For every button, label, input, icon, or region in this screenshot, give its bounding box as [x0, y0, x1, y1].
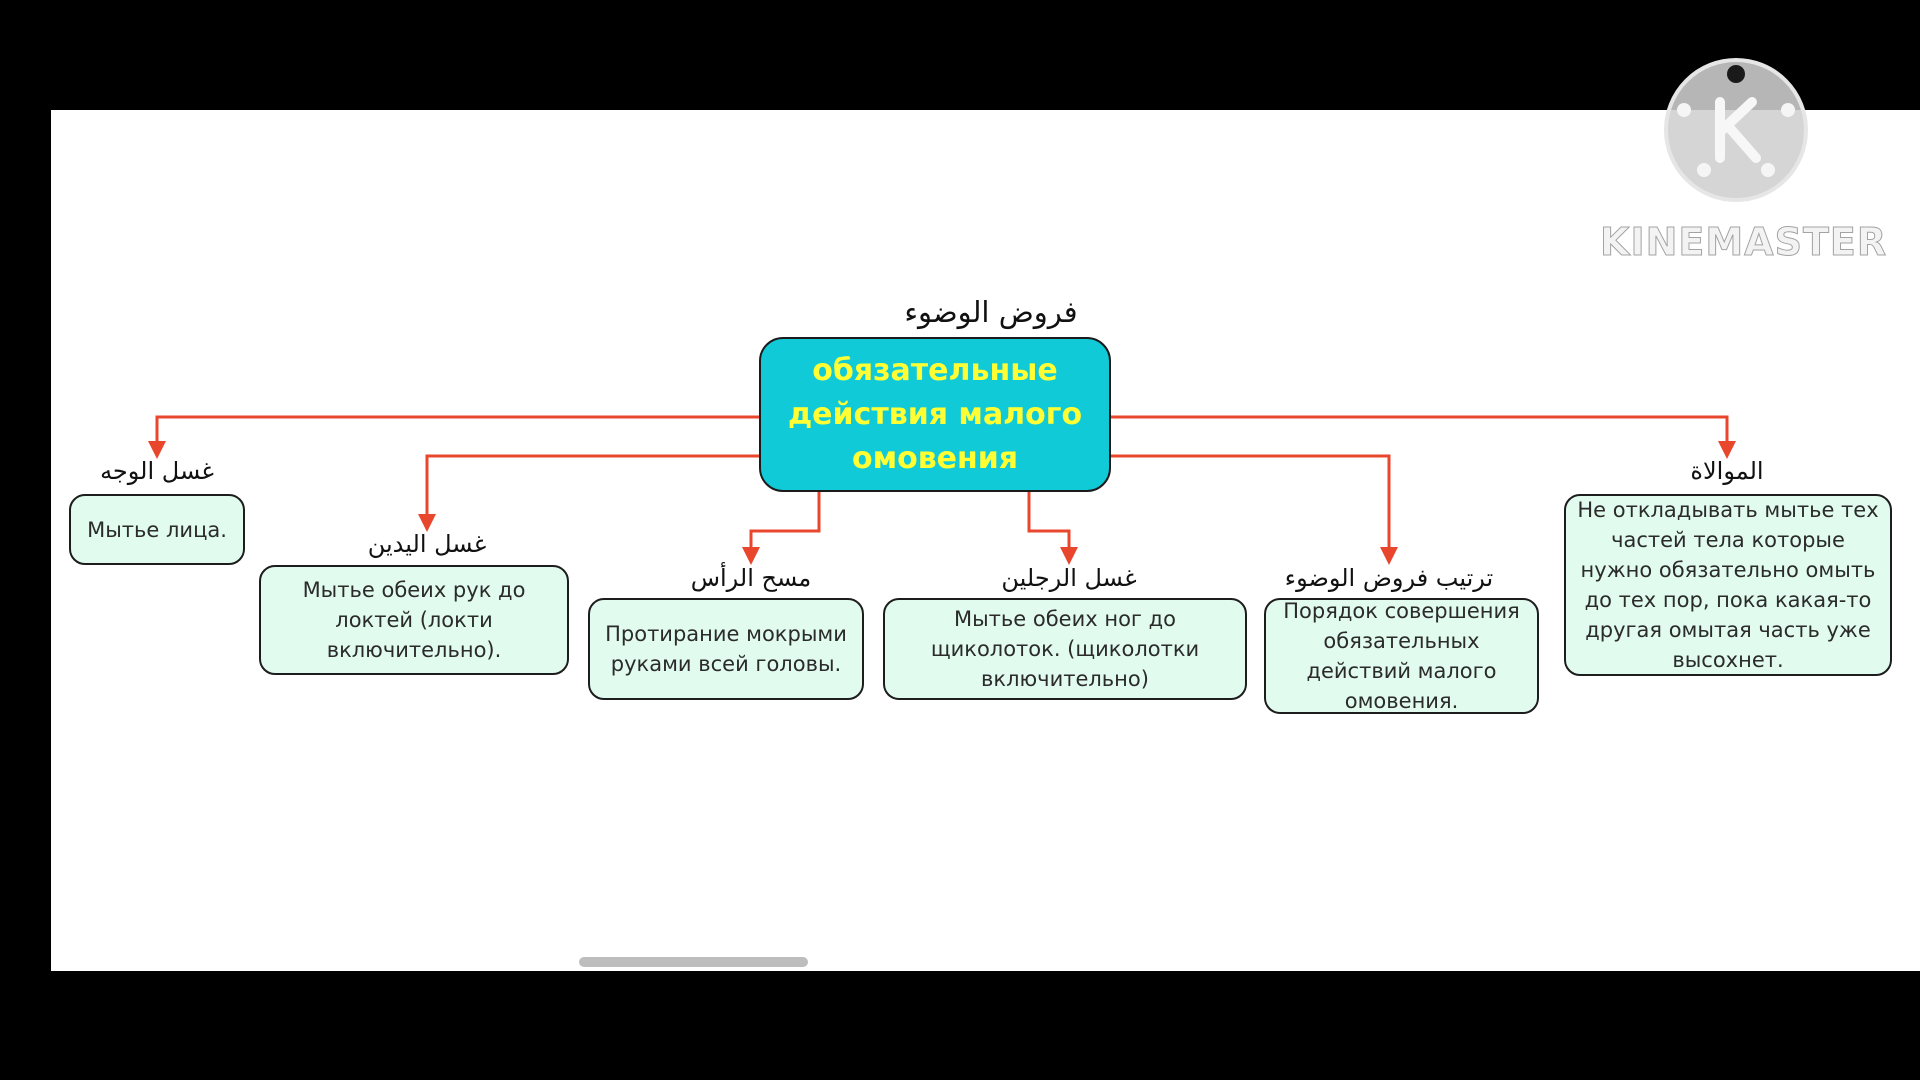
connector-feet: [1027, 492, 1078, 565]
diagram-canvas: فروض الوضوء обязательные действия малого…: [51, 110, 1920, 971]
kinemaster-logo-icon: [1664, 58, 1808, 202]
watermark-text: KINEMASTER: [1600, 220, 1888, 265]
node-label-continuity: الموالاة: [1690, 457, 1764, 485]
node-box-hands: Мытье обеих рук до локтей (локти включит…: [259, 565, 569, 675]
connector-order: [1111, 454, 1398, 565]
node-label-head: مسح الرأس: [690, 564, 812, 592]
node-label-feet: غسل الرجلين: [1001, 564, 1137, 592]
horizontal-scrollbar[interactable]: [579, 957, 808, 967]
node-label-hands: غسل اليدين: [367, 530, 487, 558]
connector-head: [742, 492, 821, 565]
node-label-face: غسل الوجه: [100, 457, 214, 485]
node-box-continuity: Не откладывать мытье тех частей тела кот…: [1564, 494, 1892, 676]
connector-lines: [148, 415, 1736, 565]
node-box-face: Мытье лица.: [69, 494, 245, 565]
node-box-head: Протирание мокрыми руками всей головы.: [588, 598, 864, 700]
node-box-feet: Мытье обеих ног до щиколоток. (щиколотки…: [883, 598, 1247, 700]
node-box-order: Порядок совершения обязательных действий…: [1264, 598, 1539, 714]
connector-continuity: [1111, 415, 1736, 459]
center-node: обязательные действия малого омовения: [759, 337, 1111, 492]
node-label-order: ترتيب فروض الوضوء: [1284, 564, 1494, 592]
connector-face: [148, 415, 759, 459]
connector-hands: [418, 454, 759, 532]
diagram-title: فروض الوضوء: [904, 295, 1078, 329]
